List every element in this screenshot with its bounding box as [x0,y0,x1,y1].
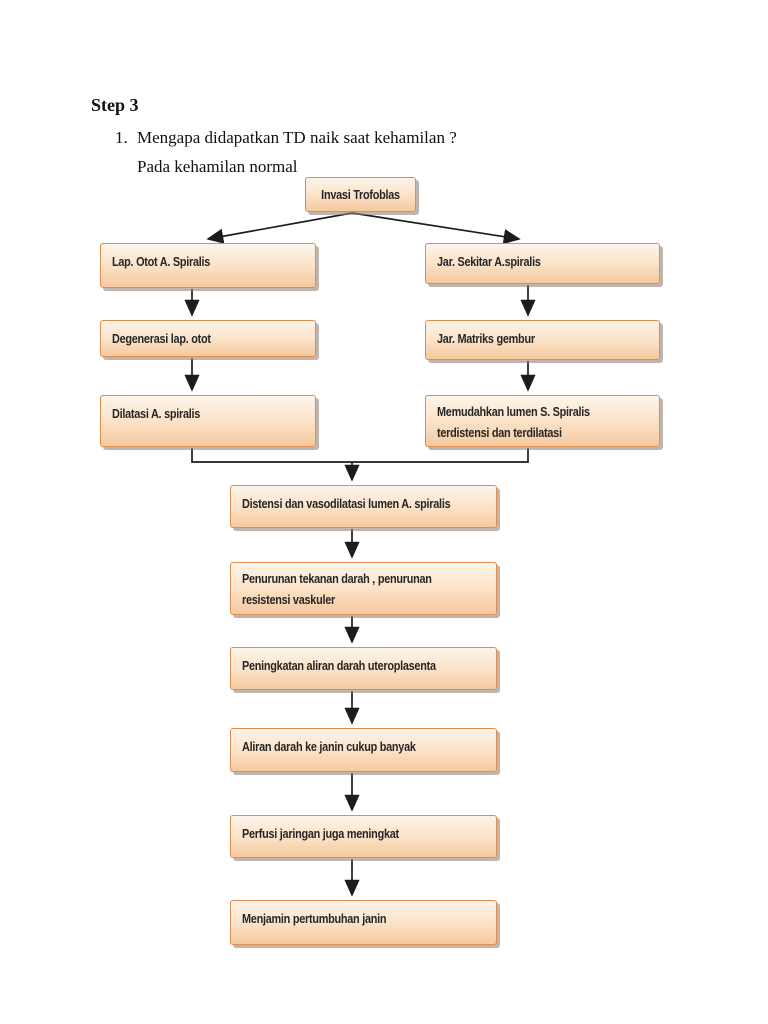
flow-node-label: Aliran darah ke janin cukup banyak [242,740,416,754]
flow-node-label: Dilatasi A. spiralis [112,407,201,421]
flow-node-label: Memudahkan lumen S. Spiralis terdistensi… [437,405,590,440]
flow-node-label: Menjamin pertumbuhan janin [242,912,387,926]
flow-node-lap-otot-a-spiralis: Lap. Otot A. Spiralis [100,243,316,288]
flow-node-degenerasi-lap-otot: Degenerasi lap. otot [100,320,316,357]
flow-node-peningkatan-aliran: Peningkatan aliran darah uteroplasenta [230,647,497,690]
list-number: 1. [115,128,128,147]
flow-node-label: Peningkatan aliran darah uteroplasenta [242,659,436,673]
flow-node-label: Jar. Sekitar A.spiralis [437,255,541,269]
page-title: Step 3 [91,95,139,115]
flow-node-menjamin-pertumbuhan: Menjamin pertumbuhan janin [230,900,497,945]
flow-node-label: Degenerasi lap. otot [112,332,211,346]
flow-node-distensi-vasodilatasi: Distensi dan vasodilatasi lumen A. spira… [230,485,497,528]
flow-node-invasi-trofoblas: Invasi Trofoblas [305,177,416,212]
flow-node-dilatasi-a-spiralis: Dilatasi A. spiralis [100,395,316,447]
flow-node-aliran-darah-janin: Aliran darah ke janin cukup banyak [230,728,497,772]
flow-node-label: Penurunan tekanan darah , penurunan resi… [242,572,432,607]
flow-node-label: Invasi Trofoblas [321,188,400,202]
flow-node-label: Perfusi jaringan juga meningkat [242,827,399,841]
flow-node-jar-sekitar-a-spiralis: Jar. Sekitar A.spiralis [425,243,660,284]
flow-node-label: Lap. Otot A. Spiralis [112,255,211,269]
flow-node-label: Jar. Matriks gembur [437,332,535,346]
question-text: Mengapa didapatkan TD naik saat kehamila… [137,128,457,147]
flow-node-penurunan-tekanan: Penurunan tekanan darah , penurunan resi… [230,562,497,615]
flow-node-jar-matriks-gembur: Jar. Matriks gembur [425,320,660,360]
flow-node-memudahkan-lumen: Memudahkan lumen S. Spiralis terdistensi… [425,395,660,447]
subtitle-text: Pada kehamilan normal [137,157,298,176]
flow-node-perfusi-jaringan: Perfusi jaringan juga meningkat [230,815,497,858]
flow-node-label: Distensi dan vasodilatasi lumen A. spira… [242,497,451,511]
